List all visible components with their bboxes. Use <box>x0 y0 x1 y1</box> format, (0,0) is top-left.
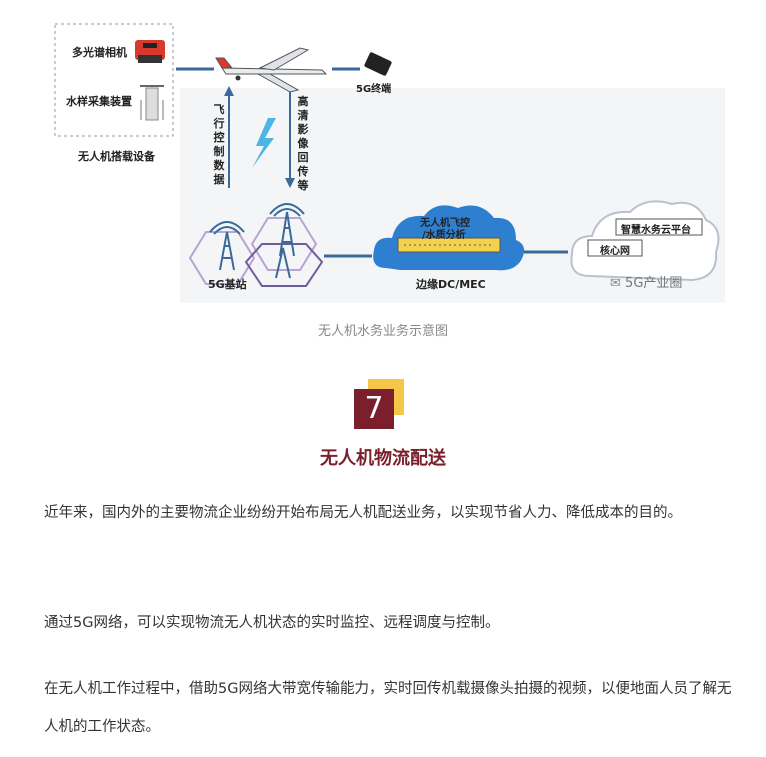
core-net-label: 核心网 <box>600 242 630 257</box>
terminal-label: 5G终端 <box>356 80 391 95</box>
edge-label: 边缘DC/MEC <box>416 276 486 292</box>
base-station-label: 5G基站 <box>208 276 247 292</box>
smart-water-label: 智慧水务云平台 <box>621 221 691 236</box>
water-service-diagram: 多光谱相机 水样采集装置 无人机搭载设备 5G终端 飞行控制数据 高清影像回传等… <box>0 0 766 310</box>
paragraph-1: 近年来，国内外的主要物流企业纷纷开始布局无人机配送业务，以实现节省人力、降低成本… <box>44 494 734 532</box>
figure-caption: 无人机水务业务示意图 <box>0 320 766 339</box>
flight-data-label: 飞行控制数据 <box>212 103 226 187</box>
section-title: 无人机物流配送 <box>0 444 766 470</box>
watermark: ✉ 5G产业圈 <box>610 272 682 291</box>
section-number: 7 <box>354 389 394 429</box>
5g-terminal-icon <box>364 52 393 77</box>
paragraph-3: 在无人机工作过程中，借助5G网络大带宽传输能力，实时回传机载摄像头拍摄的视频，以… <box>44 670 734 746</box>
multispectral-camera-icon <box>135 40 165 63</box>
watermark-text: 5G产业圈 <box>625 276 682 291</box>
water-sampler-label: 水样采集装置 <box>66 93 132 109</box>
video-return-label: 高清影像回传等 <box>296 95 310 193</box>
edge-cloud-label-2: /水质分析 <box>422 226 466 241</box>
paragraph-2: 通过5G网络，可以实现物流无人机状态的实时监控、远程调度与控制。 <box>44 604 734 642</box>
camera-label: 多光谱相机 <box>72 44 127 60</box>
wechat-icon: ✉ <box>610 276 621 291</box>
equipment-box-title: 无人机搭载设备 <box>78 148 155 164</box>
drone-icon <box>216 48 326 92</box>
